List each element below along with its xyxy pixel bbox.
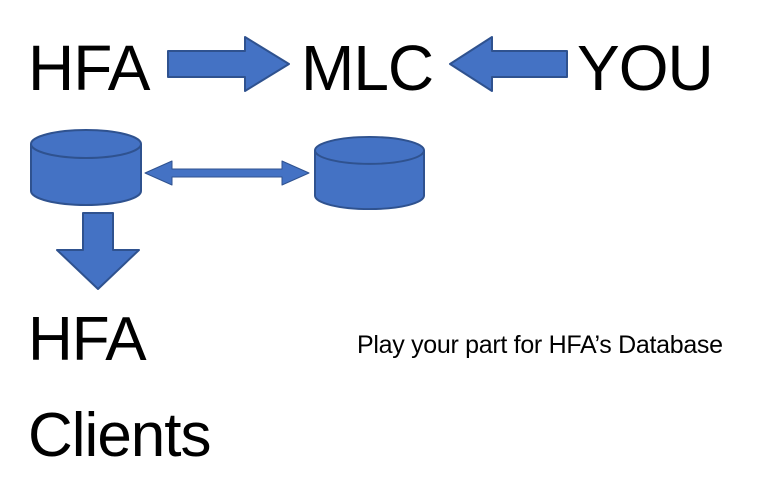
hfa-clients-label-line2: Clients xyxy=(28,401,212,470)
hfa-to-mlc-right-arrow-icon xyxy=(167,36,290,92)
hfa-database-cylinder-icon xyxy=(30,129,142,206)
you-to-mlc-left-arrow-icon xyxy=(449,36,568,92)
mlc-label: MLC xyxy=(301,32,434,104)
database-to-clients-down-arrow-icon xyxy=(56,212,140,290)
mlc-database-cylinder-icon xyxy=(314,136,425,211)
database-sync-double-arrow-icon xyxy=(144,160,310,186)
hfa-clients-label-line1: HFA xyxy=(28,305,147,374)
you-label: YOU xyxy=(577,32,714,104)
tagline-text: Play your part for HFA’s Database xyxy=(357,331,723,359)
hfa-clients-label: HFA Clients xyxy=(28,292,212,479)
hfa-source-label: HFA xyxy=(28,32,150,104)
